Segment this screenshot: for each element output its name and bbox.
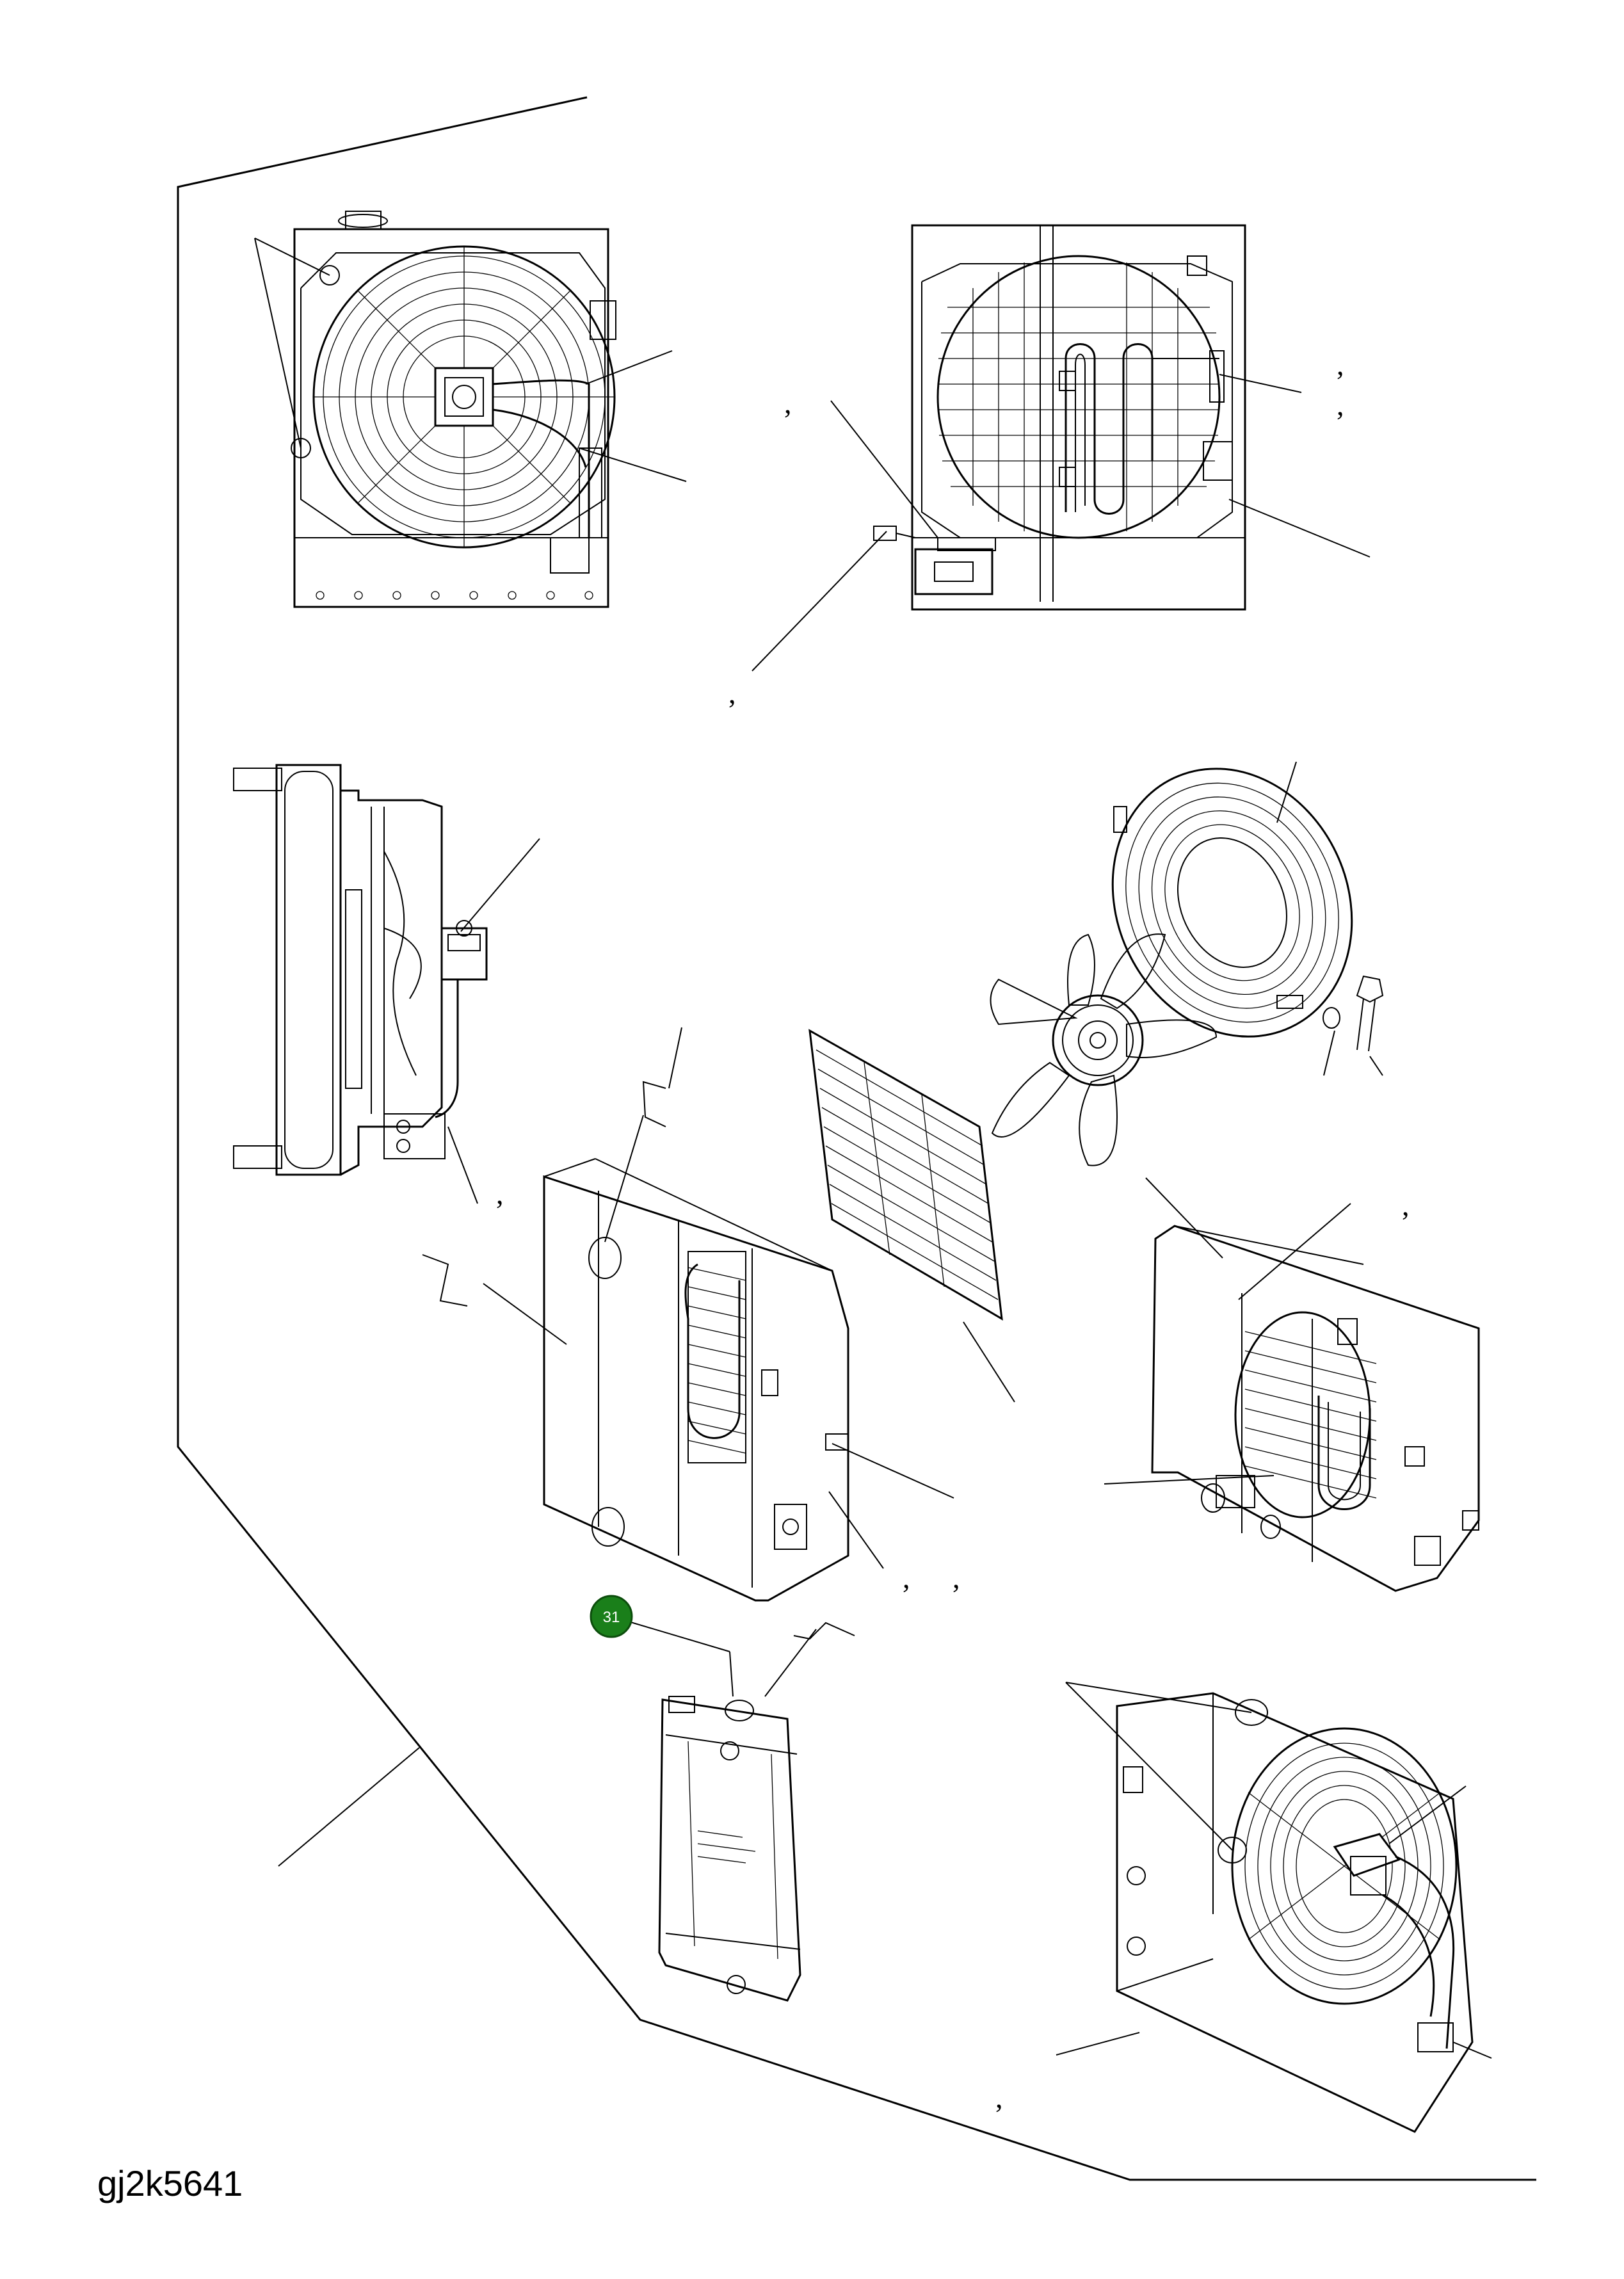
comma-3: , xyxy=(1337,389,1344,421)
comma-9: , xyxy=(995,2081,1003,2114)
view-front-assembly xyxy=(291,211,616,608)
leaders-rear-view xyxy=(752,374,1371,672)
callout-31: 31 xyxy=(590,1595,734,1697)
part-screen xyxy=(808,1029,1003,1321)
callout-31-number: 31 xyxy=(603,1609,620,1626)
callout-31-badge xyxy=(590,1595,633,1638)
front-bottom-bolts xyxy=(316,591,593,600)
part-cooler-core-assembly xyxy=(543,1158,849,1602)
leaders-fan-guard-bolts xyxy=(1276,761,1383,1076)
leaders-iso-rear xyxy=(1104,1203,1351,1485)
rear-bottom-bracket xyxy=(914,537,996,595)
comma-6: , xyxy=(496,1177,504,1210)
view-assembly-front-iso xyxy=(1116,1692,1474,2133)
comma-4: , xyxy=(728,677,736,709)
part-washer-bolt xyxy=(1323,975,1384,1052)
leader-fan-blade xyxy=(1145,1177,1223,1259)
part-fan-guard xyxy=(1111,768,1353,1038)
comma-7: , xyxy=(903,1561,910,1594)
front-fan-motor xyxy=(434,367,494,427)
leaders-iso-front xyxy=(278,1682,1492,2059)
figure-reference-id: gj2k5641 xyxy=(97,2163,243,2203)
view-side-assembly xyxy=(233,764,488,1176)
leader-screen xyxy=(963,1321,1015,1403)
rear-sensor xyxy=(873,526,916,541)
comma-2: , xyxy=(1337,348,1344,381)
comma-1: , xyxy=(784,387,792,419)
part-fan-blade xyxy=(990,933,1218,1166)
comma-8: , xyxy=(953,1561,960,1594)
label-commas: , , , , , , , , , xyxy=(496,348,1410,2114)
leaders-side-view xyxy=(447,838,540,1204)
comma-5: , xyxy=(1402,1189,1410,1221)
assembly-boundary-outline xyxy=(177,96,1536,2181)
iso-front-fan-motor xyxy=(1333,1833,1401,1896)
side-fan-motor xyxy=(440,920,488,981)
leaders-front-view xyxy=(254,238,687,482)
iso-front-fan-guard xyxy=(1231,1727,1458,2005)
iso-core-fins xyxy=(1244,1331,1377,1499)
rear-fan-shroud-grid xyxy=(937,255,1221,539)
view-assembly-rear-iso xyxy=(1151,1225,1480,1592)
rear-hose-loop xyxy=(1059,343,1219,515)
part-radiator xyxy=(658,1696,801,2002)
front-fan-guard xyxy=(312,245,616,549)
leaders-cooler-assembly xyxy=(422,1027,954,1697)
view-rear-assembly xyxy=(873,224,1246,611)
